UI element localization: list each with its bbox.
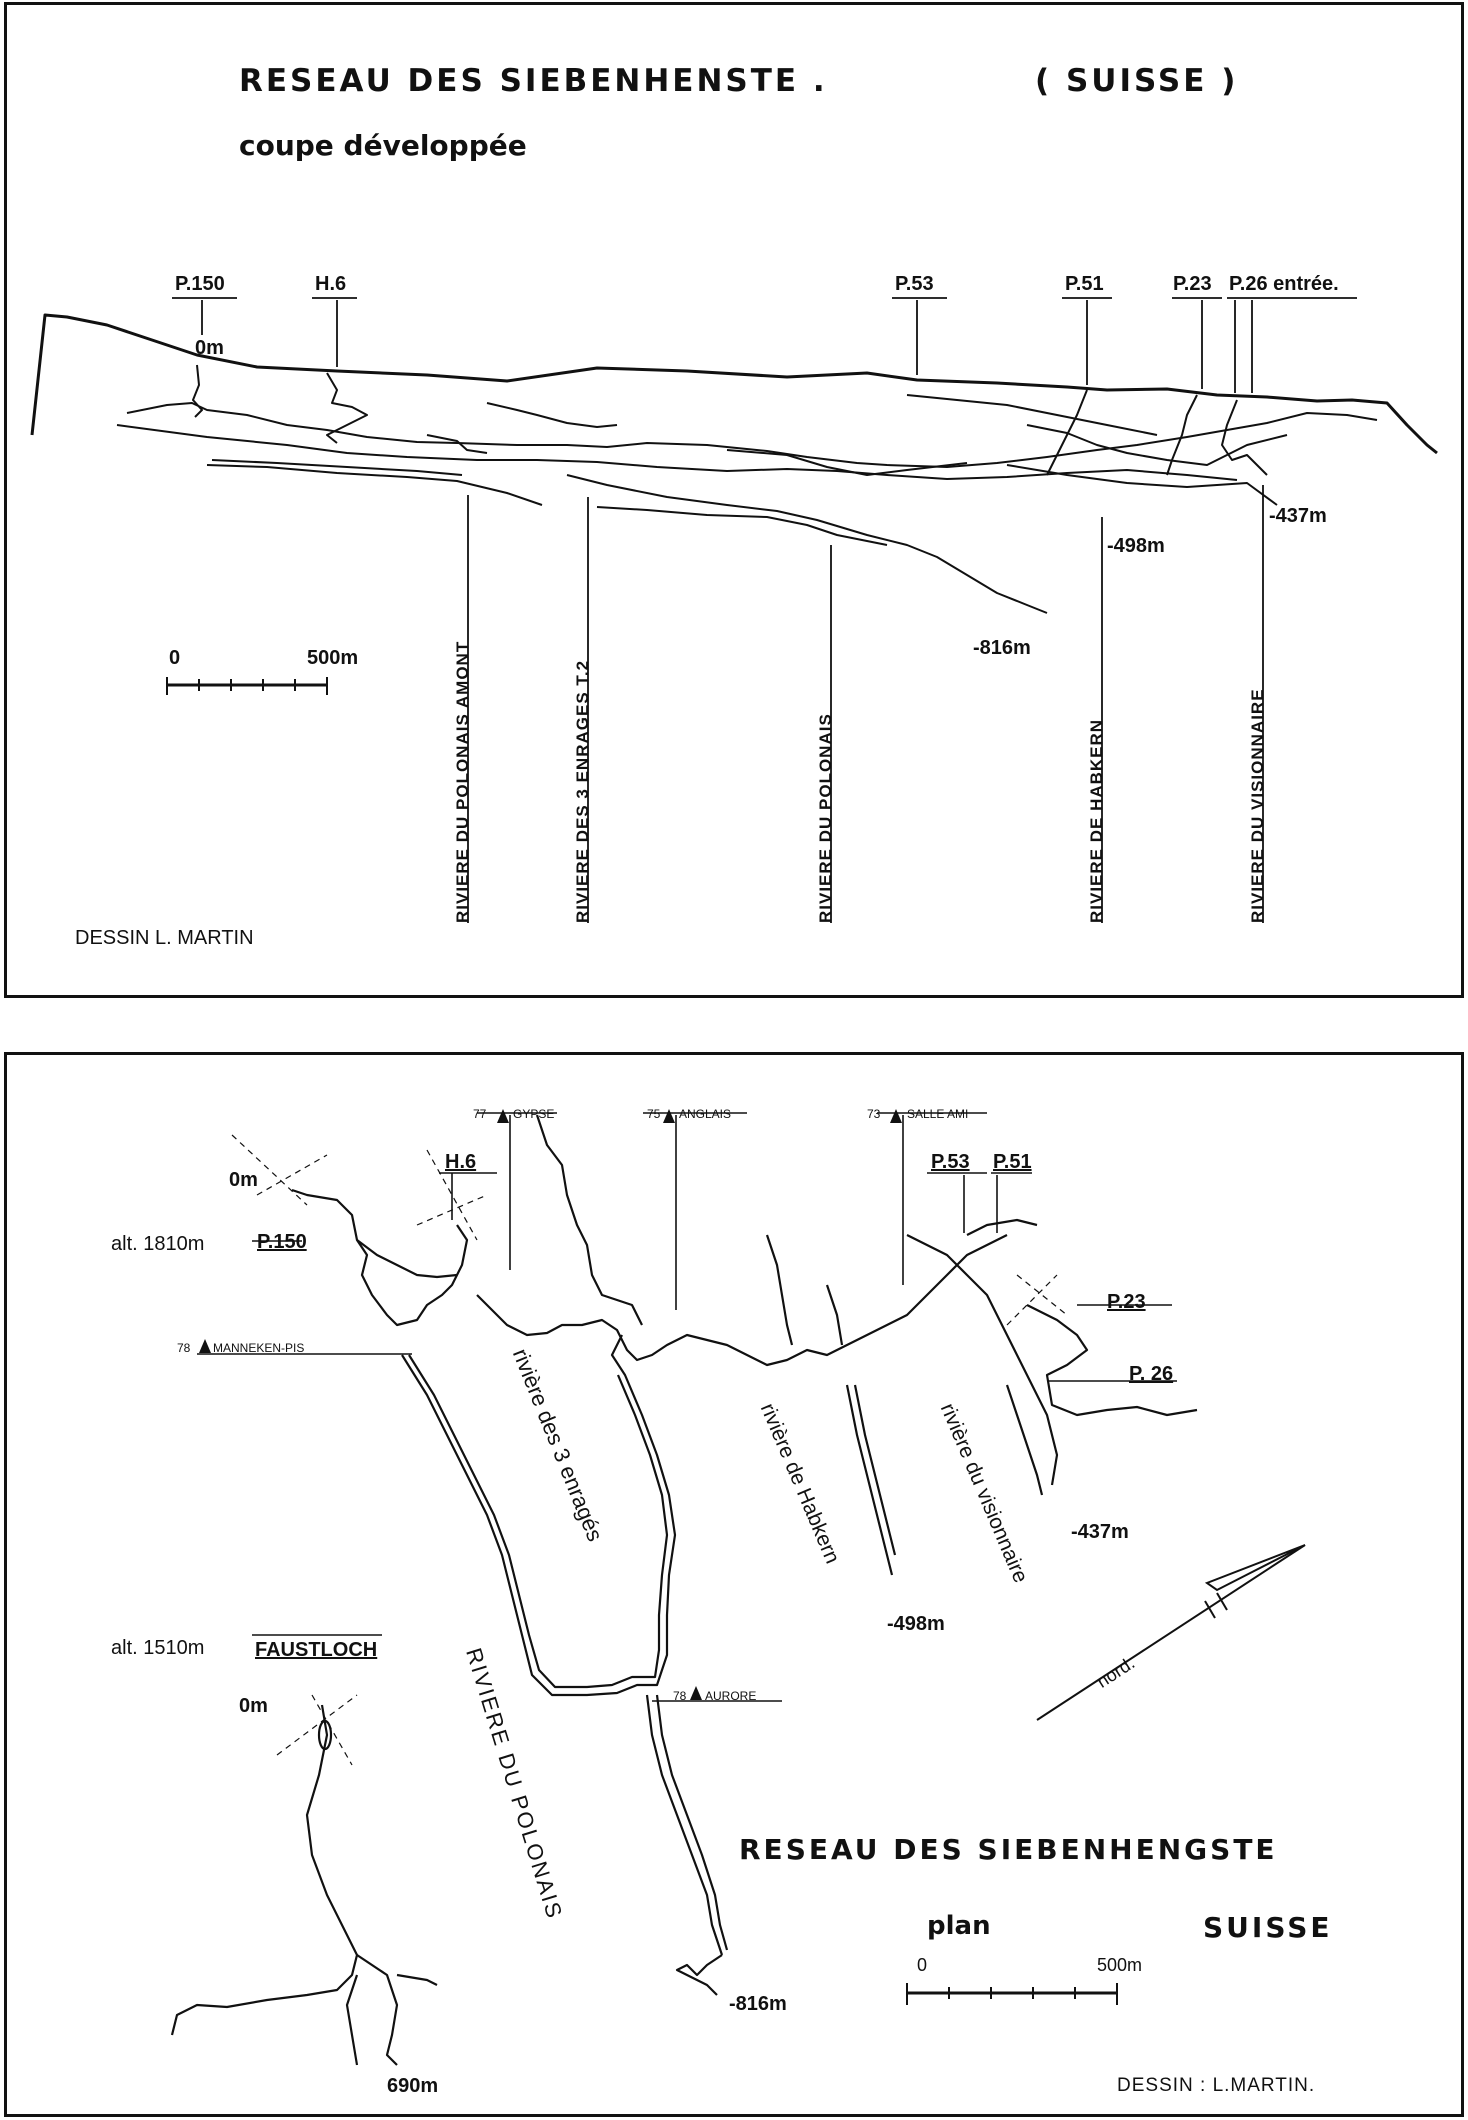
network-east-3 — [966, 1218, 1038, 1236]
river-3-enrages: RIVIERE DES 3 ENRAGES T.2 — [573, 659, 592, 923]
plan-depth-816: -816m — [729, 1993, 787, 2015]
profile-cave-drawing — [30, 297, 1438, 923]
plan-label-p51: P.51 — [993, 1151, 1032, 1173]
shaft-b — [426, 434, 488, 454]
plan-label-p26: P. 26 — [1129, 1363, 1174, 1385]
camp-anglais-label: ANGLAIS — [679, 1107, 732, 1121]
camp-salle-ami-label: SALLE AMI — [907, 1107, 969, 1121]
river-3-enrages-wall-b — [408, 1354, 669, 1689]
plan-scale-end: 500m — [1097, 1955, 1143, 1975]
surface-line — [30, 313, 1438, 455]
label-p150: P.150 — [175, 273, 225, 295]
plan-credit: DESSIN : L.MARTIN. — [1117, 2075, 1316, 2096]
profile-panel: RESEAU DES SIEBENHENSTE . ( SUISSE ) cou… — [4, 2, 1464, 998]
faustloch-oval — [317, 1719, 333, 1751]
gallery-3b — [211, 459, 463, 476]
label-zero: 0m — [195, 337, 224, 359]
camp-salle-ami-number: 73 — [867, 1107, 881, 1121]
faustloch-network-2 — [356, 1954, 399, 2066]
label-faustloch: FAUSTLOCH — [255, 1639, 378, 1661]
plan-country: SUISSE — [1203, 1911, 1333, 1944]
plan-label-p150: P.150 — [257, 1231, 307, 1253]
river-3-enrages-wall-a — [401, 1334, 677, 1697]
faustloch-network — [170, 1704, 359, 2036]
network-g — [726, 449, 968, 476]
network-branch-3 — [825, 1284, 844, 1346]
shaft-e — [1221, 399, 1268, 476]
shaft-p150 — [192, 364, 203, 418]
camp-manneken-number: 78 — [177, 1341, 191, 1355]
altitude-1810: alt. 1810m — [111, 1233, 205, 1255]
network-west-2 — [356, 1239, 458, 1279]
label-p23: P.23 — [1173, 273, 1212, 295]
network-west — [291, 1188, 469, 1327]
gallery-4 — [566, 474, 1048, 614]
faustloch-network-4 — [396, 1973, 438, 1986]
plan-title: RESEAU DES SIEBENHENGSTE — [739, 1833, 1278, 1866]
shaft-d — [1166, 394, 1198, 476]
gallery-5 — [1006, 464, 1278, 506]
label-p51: P.51 — [1065, 273, 1104, 295]
scale-end: 500m — [307, 647, 359, 669]
label-p53: P.53 — [895, 273, 934, 295]
scale-start: 0 — [169, 647, 181, 669]
polonais-end — [675, 1954, 723, 1996]
camp-aurore-label: AURORE — [705, 1689, 757, 1703]
north-arrow — [1036, 1544, 1306, 1721]
gallery-3 — [206, 464, 543, 506]
plan-label-p23: P.23 — [1107, 1291, 1146, 1313]
shaft-c — [1046, 389, 1088, 476]
plan-label-h6: H.6 — [445, 1151, 477, 1173]
network-east — [906, 1234, 1059, 1486]
camp-manneken-label: MANNEKEN-PIS — [213, 1341, 305, 1355]
profile-country: ( SUISSE ) — [1035, 63, 1239, 99]
network-east-2 — [1026, 1304, 1198, 1417]
plan-scale-start: 0 — [917, 1955, 928, 1975]
altitude-1510: alt. 1510m — [111, 1637, 205, 1659]
plan-label-zero-top: 0m — [229, 1169, 258, 1191]
faustloch-network-3 — [345, 1974, 359, 2066]
plan-panel: 77 GYPSE 75 ANGLAIS 73 SALLE AMI 78 MANN… — [4, 1052, 1464, 2117]
depth-437: -437m — [1269, 505, 1327, 527]
profile-credit: DESSIN L. MARTIN — [75, 927, 254, 949]
camp-anglais-number: 75 — [647, 1107, 661, 1121]
river-visionnaire: RIVIERE DU VISIONNAIRE — [1248, 688, 1267, 923]
plan-label-p53: P.53 — [931, 1151, 970, 1173]
plan-label-zero-bottom: 0m — [239, 1695, 268, 1717]
river-habkern — [845, 1384, 897, 1576]
plan-depth-437: -437m — [1071, 1521, 1129, 1543]
label-p26-entrance: P.26 entrée. — [1229, 273, 1339, 295]
profile-scale-bar — [166, 677, 328, 695]
river-polonais-amont: RIVIERE DU POLONAIS AMONT — [453, 640, 472, 923]
gallery-6 — [906, 394, 1158, 436]
gallery-4b — [596, 506, 888, 546]
camp-gypse-number: 77 — [473, 1107, 487, 1121]
shaft-a — [486, 402, 618, 428]
river-polonais: RIVIERE DU POLONAIS — [816, 713, 835, 923]
camp-gypse-label: GYPSE — [513, 1107, 555, 1121]
profile-subtitle: coupe développée — [239, 129, 527, 162]
river-polonais-wall-a — [645, 1694, 724, 1956]
shaft-h6 — [326, 372, 368, 444]
river-polonais-wall-b — [655, 1694, 729, 1951]
plan-cave-drawing — [170, 1109, 1306, 2066]
network-branch-1 — [535, 1114, 643, 1326]
gallery-upper — [126, 402, 1378, 468]
network-branch-2 — [765, 1234, 794, 1346]
plan-scale-bar — [906, 1983, 1118, 2005]
depth-816: -816m — [973, 637, 1031, 659]
plan-depth-690: 690m — [387, 2075, 439, 2097]
plan-depth-498: -498m — [887, 1613, 945, 1635]
label-h6: H.6 — [315, 273, 347, 295]
profile-title: RESEAU DES SIEBENHENSTE . — [239, 63, 828, 99]
river-habkern: RIVIERE DE HABKERN — [1087, 718, 1106, 923]
depth-498: -498m — [1107, 535, 1165, 557]
camp-aurore-number: 78 — [673, 1689, 687, 1703]
network-mid — [476, 1234, 1008, 1367]
gallery-upper-2 — [116, 424, 1238, 481]
river-visionnaire — [1005, 1384, 1044, 1496]
network-f — [1026, 424, 1288, 466]
plan-subtitle: plan — [927, 1911, 991, 1941]
